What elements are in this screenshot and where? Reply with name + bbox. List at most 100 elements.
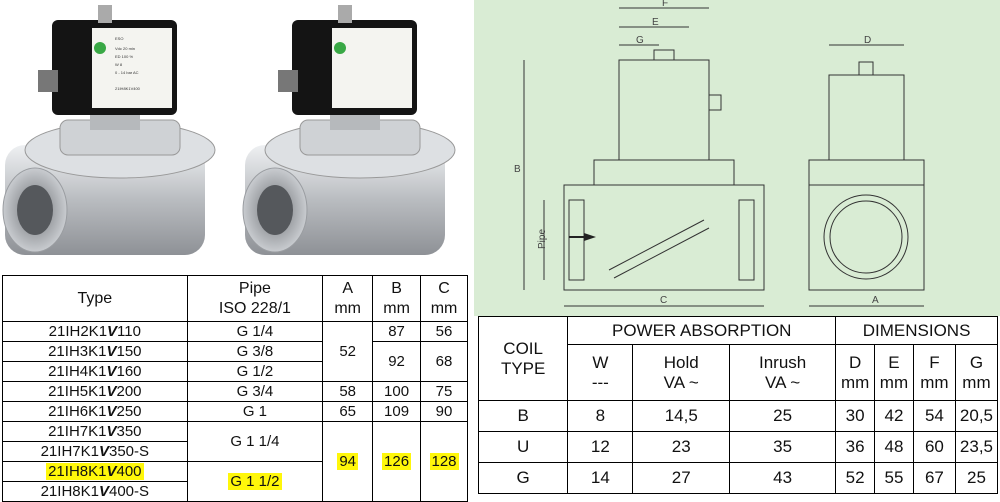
type-cell: 21IH8K1V400 [2, 461, 188, 482]
pipe-cell: G 3/4 [186, 381, 324, 402]
a-cell: 58 [322, 381, 374, 402]
coil-label-line: 21IH8K1V400 [115, 86, 141, 91]
type-cell: 21IH4K1V160 [2, 361, 188, 382]
coil-label-line: 0 - 14 bar AC [115, 70, 139, 75]
dim-label-a: A [872, 295, 879, 306]
valve-photo-right [242, 5, 456, 255]
dim-label-g: G [636, 35, 644, 46]
table-row: 21IH7K1V350-S [2, 441, 468, 462]
c-cell: 75 [420, 381, 468, 402]
valve-photo-left: ESO Vdc 20 min ED 100 % W 8 0 - 14 bar A… [2, 5, 216, 255]
a-cell: 52 [322, 321, 374, 382]
type-cell: 21IH8K1V400-S [2, 481, 188, 502]
c-cell: 128 [420, 421, 468, 502]
pipe-cell: G 1 [186, 401, 324, 422]
table-row: 21IH3K1V150 G 3/8 92 68 [2, 341, 468, 382]
e-cell: 42 [874, 400, 914, 432]
a-cell: 65 [322, 401, 374, 422]
coil-cell: U [477, 431, 569, 463]
table-row: G 14 27 43 52 55 67 25 [477, 462, 999, 494]
w-cell: 12 [567, 431, 634, 463]
table-row: 21IH6K1V250 G 1 65 109 90 [2, 401, 468, 422]
dim-label-c: C [660, 295, 667, 306]
pipe-cell: G 3/8 [186, 341, 324, 362]
b-cell: 87 [372, 321, 422, 342]
dim-label-e: E [652, 17, 659, 28]
table-row: 21IH8K1V400 G 1 1/2 [2, 461, 468, 502]
table-row: U 12 23 35 36 48 60 23,5 [477, 431, 999, 463]
c-cell: 90 [420, 401, 468, 422]
f-cell: 60 [912, 431, 956, 463]
table-row: B 8 14,5 25 30 42 54 20,5 [477, 400, 999, 432]
type-cell: 21IH3K1V150 [2, 341, 188, 362]
dim-label-f: F [662, 0, 668, 9]
type-cell: 21IH2K1V110 [2, 321, 188, 342]
b-cell: 100 [372, 381, 422, 402]
table-row: 21IH7K1V350 G 1 1/4 94 126 128 [2, 421, 468, 502]
inrush-cell: 35 [729, 431, 837, 463]
table-row: 21IH8K1V400-S [2, 481, 468, 502]
d-cell: 30 [835, 400, 876, 432]
pipe-cell: G 1 1/2 [186, 461, 324, 502]
type-cell: 21IH5K1V200 [2, 381, 188, 402]
e-cell: 55 [874, 462, 914, 494]
b-cell: 126 [372, 421, 422, 502]
hold-cell: 14,5 [632, 400, 731, 432]
header-type: Type [2, 275, 188, 322]
header-dimensions: DIMENSIONS [835, 316, 998, 345]
coil-label-line: W 8 [115, 62, 123, 67]
hold-cell: 23 [632, 431, 731, 463]
table-row: 21IH5K1V200 G 3/4 58 100 75 [2, 381, 468, 402]
e-cell: 48 [874, 431, 914, 463]
table-row: 21IH4K1V160 G 1/2 [2, 361, 468, 382]
inrush-cell: 43 [729, 462, 837, 494]
g-cell: 23,5 [954, 431, 999, 463]
dim-label-pipe: Pipe [537, 229, 548, 249]
type-cell: 21IH7K1V350-S [2, 441, 188, 462]
coil-cell: G [477, 462, 569, 494]
inrush-cell: 25 [729, 400, 837, 432]
w-cell: 14 [567, 462, 634, 494]
pipe-cell: G 1/2 [186, 361, 324, 382]
pipe-cell: G 1 1/4 [186, 421, 324, 462]
hold-cell: 27 [632, 462, 731, 494]
dim-label-b: B [514, 164, 521, 175]
header-power-absorption: POWER ABSORPTION [567, 316, 837, 345]
a-cell: 94 [322, 421, 374, 502]
dim-label-d: D [864, 35, 871, 46]
c-cell: 68 [420, 341, 468, 382]
g-cell: 20,5 [954, 400, 999, 432]
f-cell: 67 [912, 462, 956, 494]
d-cell: 36 [835, 431, 876, 463]
g-cell: 25 [954, 462, 999, 494]
table-row: 21IH2K1V110 G 1/4 52 87 56 [2, 321, 468, 382]
coil-label-line: Vdc 20 min [115, 46, 135, 51]
f-cell: 54 [912, 400, 956, 432]
dimension-drawing: F E G D B Pipe C A [474, 0, 1000, 316]
header-w: W--- [567, 344, 634, 401]
coil-cell: B [477, 400, 569, 432]
type-cell: 21IH7K1V350 [2, 421, 188, 442]
type-cell: 21IH6K1V250 [2, 401, 188, 422]
coil-label-line: ESO [115, 36, 123, 41]
coil-label-line: ED 100 % [115, 54, 133, 59]
b-cell: 109 [372, 401, 422, 422]
c-cell: 56 [420, 321, 468, 342]
w-cell: 8 [567, 400, 634, 432]
pipe-cell: G 1/4 [186, 321, 324, 342]
b-cell: 92 [372, 341, 422, 382]
d-cell: 52 [835, 462, 876, 494]
